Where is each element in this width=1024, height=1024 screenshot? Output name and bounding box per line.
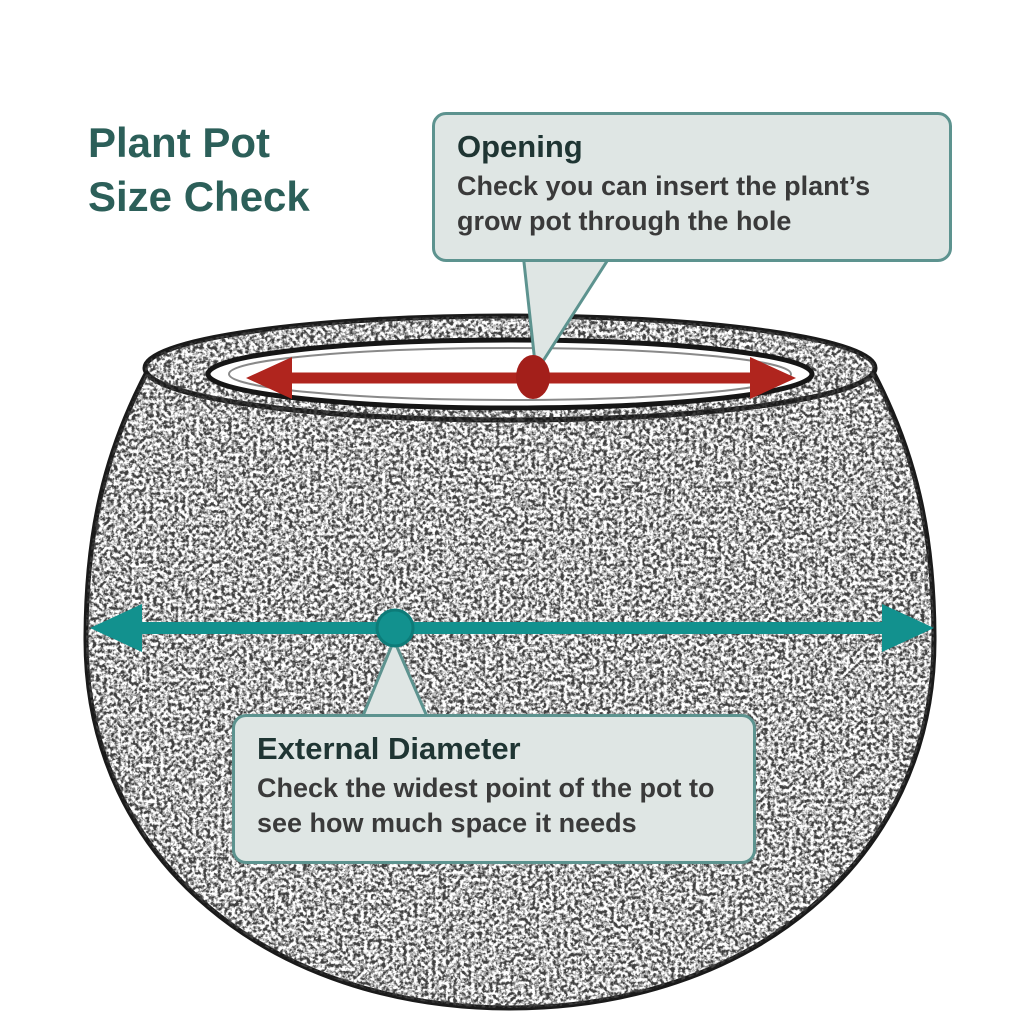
external-diameter-callout: External Diameter Check the widest point… [232,714,756,864]
opening-arrow [246,355,796,399]
pot-opening-inner-line [228,347,792,401]
opening-callout-heading: Opening [457,129,583,164]
opening-arrow-dot [516,355,550,399]
external-diameter-callout-body: Check the widest point of the pot to see… [257,773,715,839]
page-title: Plant Pot Size Check [88,116,310,224]
diameter-arrow-dot [375,608,415,648]
opening-arrowhead-left [246,357,292,399]
diameter-arrow [90,604,934,652]
diameter-arrowhead-right [882,604,934,652]
page-title-line1: Plant Pot [88,119,271,166]
external-diameter-callout-heading: External Diameter [257,731,521,766]
opening-arrowhead-right [750,357,796,399]
opening-callout: Opening Check you can insert the plant’s… [432,112,952,262]
page-title-line2: Size Check [88,172,310,220]
pot-texture [86,316,934,1008]
opening-callout-body: Check you can insert the plant’s grow po… [457,171,871,237]
diameter-arrowhead-left [90,604,142,652]
